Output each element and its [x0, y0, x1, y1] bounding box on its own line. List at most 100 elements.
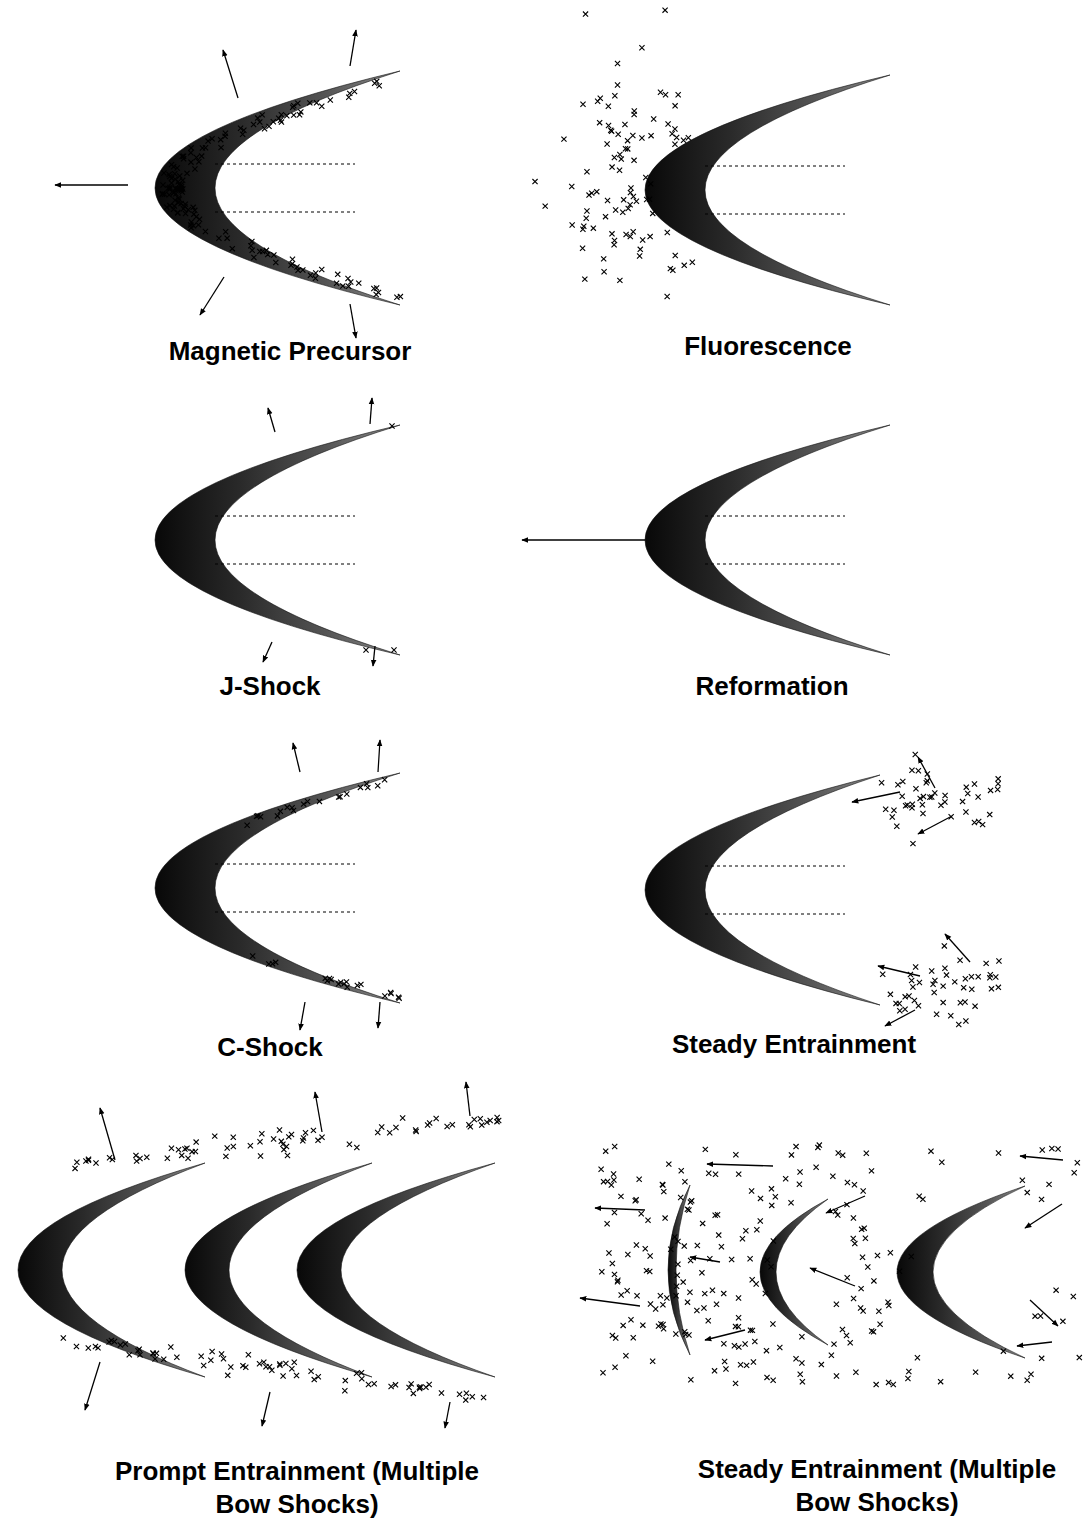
particle-mark: [463, 1398, 468, 1403]
particle-mark: [260, 112, 265, 117]
particle-mark: [180, 189, 185, 194]
particle-mark: [319, 1135, 324, 1140]
particle-mark: [127, 1352, 132, 1357]
panel-caption: Prompt Entrainment (Multiple Bow Shocks): [87, 1455, 507, 1521]
jet-boundary-dash: [705, 516, 845, 517]
particle-mark: [658, 90, 663, 95]
particle-mark: [883, 807, 888, 812]
particle-mark: [969, 974, 974, 979]
motion-arrow: [350, 304, 356, 338]
jet-boundary-dash: [705, 214, 845, 215]
particle-mark: [777, 1345, 782, 1350]
particle-mark: [167, 203, 172, 208]
particle-mark: [891, 808, 896, 813]
particle-mark: [748, 1328, 753, 1333]
particle-mark: [586, 193, 591, 198]
particle-mark: [631, 229, 636, 234]
particle-mark: [340, 283, 345, 288]
particle-mark: [291, 113, 296, 118]
particle-mark: [277, 1127, 282, 1132]
particle-mark: [271, 119, 276, 124]
jet-boundary-dash: [215, 564, 355, 565]
particle-mark: [733, 1324, 738, 1329]
particle-mark: [1072, 1170, 1077, 1175]
particle-mark: [909, 978, 914, 983]
particle-mark: [913, 752, 918, 757]
motion-arrow: [315, 1092, 322, 1132]
particle-mark: [924, 780, 929, 785]
particle-mark: [427, 1382, 432, 1387]
particle-mark: [751, 1359, 756, 1364]
particle-mark: [793, 1356, 798, 1361]
particle-mark: [685, 1300, 690, 1305]
particle-mark: [246, 1352, 251, 1357]
particle-mark: [196, 159, 201, 164]
particle-mark: [1040, 1147, 1045, 1152]
particle-mark: [391, 647, 396, 652]
particle-mark: [172, 198, 177, 203]
panel-caption-anchor: Steady Entrainment (Multiple Bow Shocks): [667, 1453, 1087, 1519]
particle-mark: [744, 1363, 749, 1368]
particle-mark: [346, 95, 351, 100]
particle-mark: [74, 1160, 79, 1165]
particle-mark: [603, 214, 608, 219]
particle-mark: [307, 100, 312, 105]
particle-mark: [284, 113, 289, 118]
particle-mark: [665, 230, 670, 235]
particle-mark: [713, 1172, 718, 1177]
particle-mark: [181, 206, 186, 211]
particle-mark: [152, 1356, 157, 1361]
particle-mark: [221, 1356, 226, 1361]
motion-arrow: [1017, 1342, 1052, 1346]
particle-mark: [185, 1156, 190, 1161]
particle-mark: [871, 1278, 876, 1283]
particle-mark: [648, 1253, 653, 1258]
motion-arrow: [918, 816, 952, 834]
particle-mark: [736, 1315, 741, 1320]
particle-mark: [615, 1278, 620, 1283]
particle-mark: [260, 249, 265, 254]
particle-mark: [394, 295, 399, 300]
particle-mark: [290, 105, 295, 110]
particle-mark: [606, 104, 611, 109]
particle-mark: [906, 1369, 911, 1374]
particle-mark: [1049, 1146, 1054, 1151]
particle-mark: [184, 171, 189, 176]
particle-mark: [594, 189, 599, 194]
particle-mark: [266, 961, 271, 966]
particle-mark: [916, 768, 921, 773]
particle-mark: [995, 787, 1000, 792]
particle-mark: [611, 1171, 616, 1176]
particle-mark: [188, 160, 193, 165]
particle-mark: [254, 814, 259, 819]
jet-boundary-dash: [705, 166, 845, 167]
motion-arrow: [378, 1002, 380, 1028]
particle-mark: [963, 976, 968, 981]
particle-mark: [656, 1324, 661, 1329]
particle-mark: [749, 1188, 754, 1193]
panel-caption: Reformation: [695, 670, 848, 703]
particle-mark: [289, 1132, 294, 1137]
particle-mark: [672, 1234, 677, 1239]
particle-mark: [980, 822, 985, 827]
panel-caption: Fluorescence: [684, 330, 852, 363]
particle-mark: [359, 1376, 364, 1381]
particle-mark: [972, 781, 977, 786]
particle-mark: [617, 152, 622, 157]
particle-mark: [1039, 1197, 1044, 1202]
particle-mark: [450, 1122, 455, 1127]
particle-mark: [897, 1269, 902, 1274]
particle-mark: [664, 1295, 669, 1300]
particle-mark: [603, 1149, 608, 1154]
particle-mark: [797, 1169, 802, 1174]
jet-boundary-dash: [215, 912, 355, 913]
particle-mark: [218, 145, 223, 150]
particle-mark: [729, 1257, 734, 1262]
jet-boundary-dash: [215, 212, 355, 213]
particle-mark: [769, 1203, 774, 1208]
particle-mark: [965, 791, 970, 796]
particle-mark: [644, 197, 649, 202]
particle-mark: [920, 811, 925, 816]
particle-mark: [259, 1131, 264, 1136]
